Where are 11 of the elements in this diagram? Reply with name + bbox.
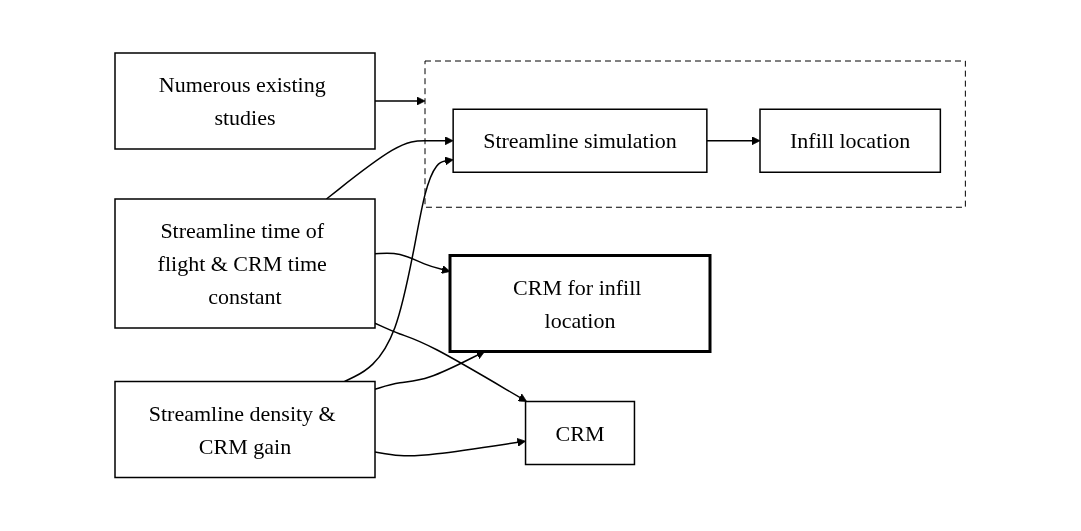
cluster [424, 60, 967, 208]
arrow [344, 156, 454, 383]
node-box: Numerous existing studies [114, 52, 377, 150]
node-box: Streamline time of flight & CRM time constant [114, 198, 377, 329]
node-box: Streamline density & CRM gain [114, 381, 377, 479]
node-box: Streamline simulation [452, 108, 708, 174]
arrow [374, 322, 528, 403]
node-box: Infill location [759, 108, 942, 174]
node-box: CRM [525, 401, 636, 466]
node-box: CRM for infill location [448, 254, 712, 354]
arrow [326, 136, 454, 200]
